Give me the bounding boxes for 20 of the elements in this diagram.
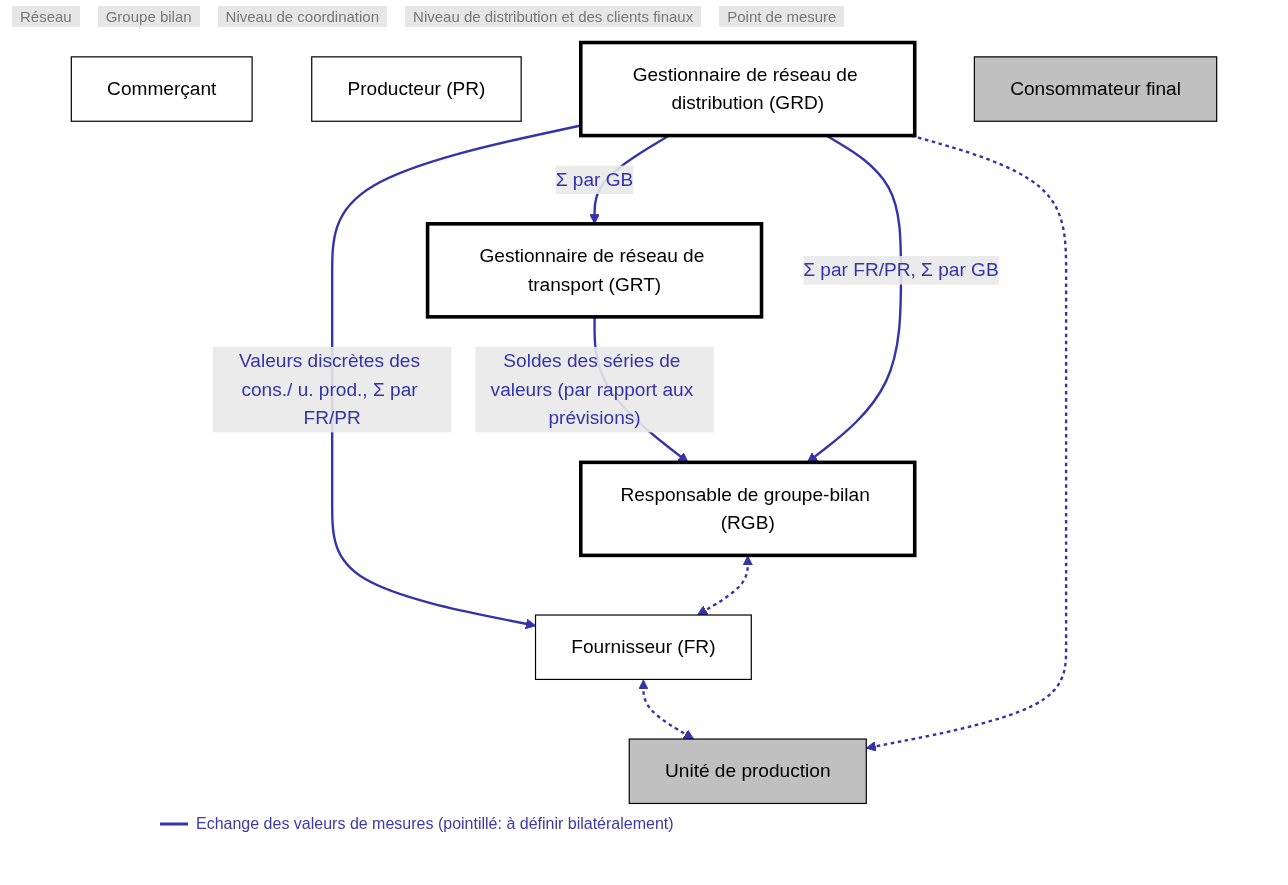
header-label: Groupe bilan xyxy=(97,6,200,27)
header-label: Niveau de distribution et des clients finaux xyxy=(405,6,702,27)
edge-label: Valeurs discrètes des cons./ u. prod., Σ par FR/PR xyxy=(239,350,421,428)
arrow xyxy=(638,679,695,740)
edge-label: Σ par GB xyxy=(555,168,634,190)
edge-label: Σ par FR/PR, Σ par GB xyxy=(803,259,999,280)
legend-text: Echange des valeurs de mesures (pointillé: à définir bilatéralement) xyxy=(196,815,674,833)
node-box: Producteur (PR) xyxy=(311,56,522,122)
edge-label: Soldes des séries de valeurs (par rapport aux prévisions) xyxy=(490,350,694,428)
header-label: Point de mesure xyxy=(719,6,845,27)
node-box: Unité de production xyxy=(628,738,867,805)
node-box: Responsable de groupe-bilan (RGB) xyxy=(579,460,917,558)
header-label: Réseau xyxy=(12,6,80,27)
header-label: Niveau de coordination xyxy=(217,6,388,27)
node-box: Fournisseur (FR) xyxy=(534,614,752,680)
node-box: Consommateur final xyxy=(973,56,1218,122)
node-box: Gestionnaire de réseau de transport (GRT) xyxy=(425,222,764,319)
node-box: Commerçant xyxy=(70,56,253,122)
node-box: Gestionnaire de réseau de distribution (GRD) xyxy=(579,40,917,138)
arrow xyxy=(697,555,753,616)
